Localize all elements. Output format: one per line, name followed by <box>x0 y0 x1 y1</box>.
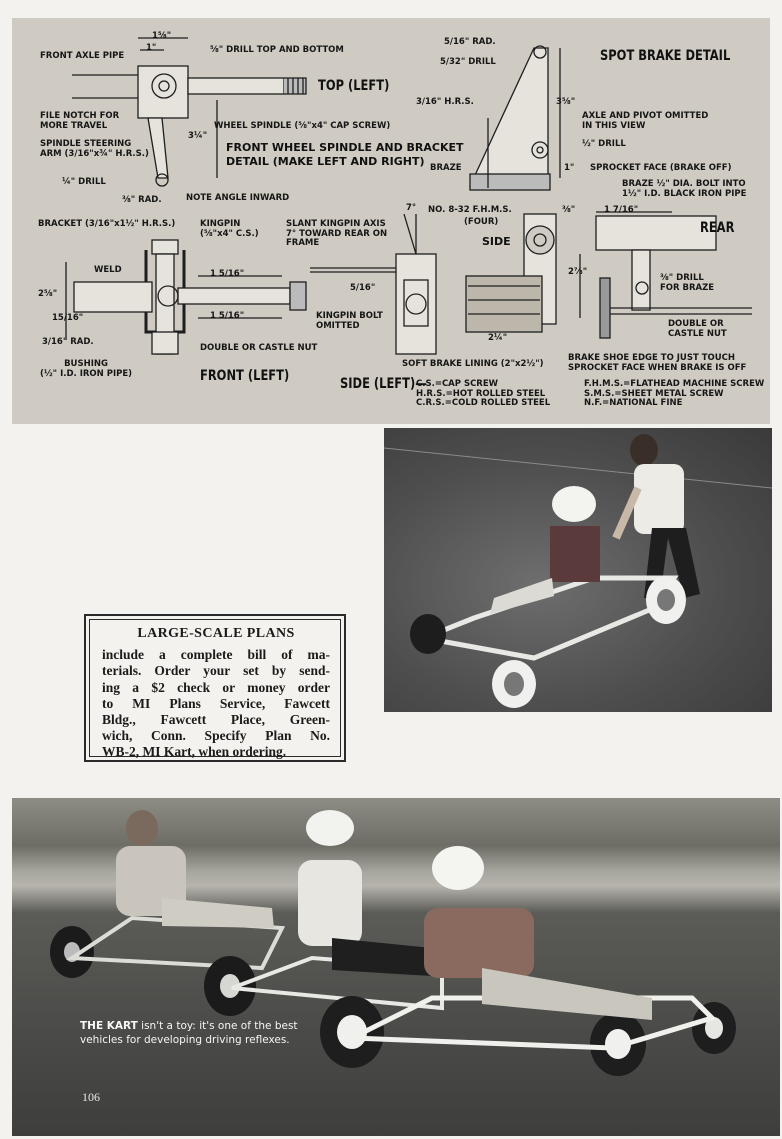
label-four: (FOUR) <box>464 217 499 227</box>
plans-body: include a complete bill of ma- terials. … <box>102 647 330 760</box>
label-axle-pivot-omitted: AXLE AND PIVOT OMITTED IN THIS VIEW <box>582 111 709 131</box>
label-sprocket-face: SPROCKET FACE (BRAKE OFF) <box>590 163 732 173</box>
dim-3-8: ⅜" <box>562 205 576 215</box>
dim-1in: 1" <box>564 163 575 173</box>
plans-title: LARGE-SCALE PLANS <box>137 626 295 641</box>
title-front-left: FRONT (LEFT) <box>200 368 290 384</box>
photo-kart-push <box>384 428 772 712</box>
label-soft-brake-lining: SOFT BRAKE LINING (2"x2½") <box>402 359 544 369</box>
label-deg-7: 7° <box>406 203 417 213</box>
label-drill-3-8-braze: ⅜" DRILL FOR BRAZE <box>660 273 715 293</box>
label-wheel-spindle: WHEEL SPINDLE (⅝"x4" CAP SCREW) <box>214 121 391 131</box>
label-braze: BRAZE <box>430 163 462 173</box>
dim-1-5-16-b: 1 5/16" <box>210 311 245 321</box>
photo-three-karts <box>12 798 780 1136</box>
dim-1-7-16: 1 7/16" <box>604 205 639 215</box>
drawing-lines <box>65 37 752 355</box>
label-slant-kingpin: SLANT KINGPIN AXIS 7° TOWARD REAR ON FRA… <box>286 219 388 248</box>
label-double-castle-nut: DOUBLE OR CASTLE NUT <box>200 343 318 353</box>
label-double-castle: DOUBLE OR CASTLE NUT <box>668 319 727 339</box>
label-rad-5-16: 5/16" RAD. <box>444 37 496 47</box>
plans-line: WB-2, MI Kart, when ordering. <box>102 744 287 760</box>
plans-info-box: LARGE-SCALE PLANS include a complete bil… <box>84 614 346 762</box>
abbrev-legend-left: C.S.=CAP SCREW H.R.S.=HOT ROLLED STEEL C… <box>416 379 551 408</box>
plans-line: to MI Plans Service, Fawcett <box>102 695 330 711</box>
caption-text: isn't a toy: it's one of the best vehicl… <box>80 1020 298 1046</box>
plans-line: include a complete bill of ma- <box>102 647 330 663</box>
dim-1-5-8: 1⅝" <box>152 31 172 41</box>
label-drill-half: ½" DRILL <box>582 139 626 149</box>
label-kingpin: KINGPIN (⅝"x4" C.S.) <box>200 219 259 239</box>
plans-line: Bldg., Fawcett Place, Green- <box>102 712 330 728</box>
dim-3-1-4: 3¼" <box>188 131 208 141</box>
label-braze-bolt: BRAZE ½" DIA. BOLT INTO 1½" I.D. BLACK I… <box>622 179 747 199</box>
photo-three-karts-illustration <box>50 810 736 1076</box>
label-brake-shoe-edge: BRAKE SHOE EDGE TO JUST TOUCH SPROCKET F… <box>568 353 747 373</box>
dim-2-1-4: 2¼" <box>488 333 508 343</box>
label-drill-top-bottom: ⅝" DRILL TOP AND BOTTOM <box>210 45 344 55</box>
title-front-wheel-spindle: FRONT WHEEL SPINDLE AND BRACKET DETAIL (… <box>226 141 464 168</box>
plans-line: wich, Conn. Specify Plan No. <box>102 728 330 744</box>
dim-2-5-8: 2⅝" <box>38 289 58 299</box>
label-drill-quarter: ¼" DRILL <box>62 177 106 187</box>
title-rear: REAR <box>700 220 735 236</box>
technical-drawing: FRONT AXLE PIPE 1⅝" 1" ⅝" DRILL TOP AND … <box>12 18 770 424</box>
label-file-notch: FILE NOTCH FOR MORE TRAVEL <box>40 111 120 131</box>
title-spot-brake-detail: SPOT BRAKE DETAIL <box>600 48 731 64</box>
label-bushing: BUSHING (½" I.D. IRON PIPE) <box>40 359 133 379</box>
label-front-axle-pipe: FRONT AXLE PIPE <box>40 51 125 61</box>
label-fhms-no8: NO. 8-32 F.H.M.S. <box>428 205 512 215</box>
page-number: 106 <box>82 1090 100 1104</box>
label-hrs-3-16: 3/16" H.R.S. <box>416 97 474 107</box>
dim-1-5-16-a: 1 5/16" <box>210 269 245 279</box>
label-note-angle: NOTE ANGLE INWARD <box>186 193 290 203</box>
label-rad-3-8: ⅜" RAD. <box>122 195 162 205</box>
dim-2-7-8: 2⅞" <box>568 267 588 277</box>
dim-15-16: 15/16" <box>52 313 84 323</box>
label-bracket: BRACKET (3/16"x1½" H.R.S.) <box>38 219 176 229</box>
label-kingpin-bolt-omitted: KINGPIN BOLT OMITTED <box>316 311 383 331</box>
dim-1: 1" <box>146 43 157 53</box>
caption-lead: THE KART <box>80 1020 138 1032</box>
title-top-left: TOP (LEFT) <box>318 78 390 94</box>
plans-info-box-inner: LARGE-SCALE PLANS include a complete bil… <box>89 619 341 760</box>
plans-line: terials. Order your set by send- <box>102 663 330 679</box>
label-weld: WELD <box>94 265 122 275</box>
dim-5-16: 5/16" <box>350 283 376 293</box>
plans-line: ing a $2 check or money order <box>102 679 330 695</box>
photo-caption: THE KART isn't a toy: it's one of the be… <box>80 1020 300 1047</box>
label-drill-5-32: 5/32" DRILL <box>440 57 496 67</box>
label-spindle-steering-arm: SPINDLE STEERING ARM (3/16"x¾" H.R.S.) <box>40 139 149 159</box>
title-side: SIDE <box>482 235 511 248</box>
label-rad-3-16: 3/16" RAD. <box>42 337 94 347</box>
dim-3-5-8: 3⅝" <box>556 97 576 107</box>
abbrev-legend-right: F.H.M.S.=FLATHEAD MACHINE SCREW S.M.S.=S… <box>584 379 765 408</box>
title-side-left: SIDE (LEFT)— <box>340 376 427 392</box>
photo-kart-push-illustration <box>384 434 772 708</box>
